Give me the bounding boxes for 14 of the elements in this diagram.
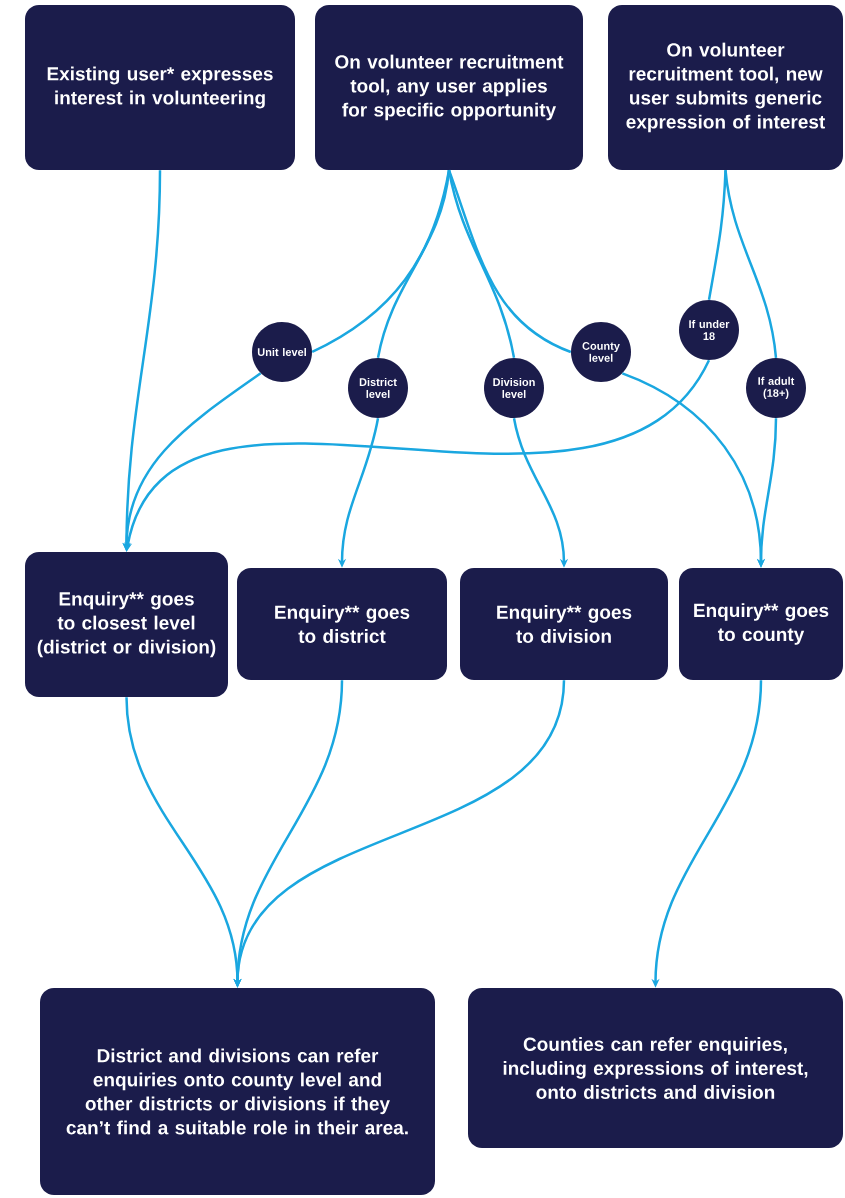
connector	[707, 170, 727, 300]
process-box: On volunteer recruitment tool, new user submits generic expression of interest	[608, 5, 843, 170]
connector	[447, 169, 572, 354]
connector	[311, 169, 451, 354]
process-box: District and divisions can refer enquiries onto county level and other districts or divisions if they can’t find a suitable role in their area.	[40, 988, 435, 1195]
process-box: Enquiry** goes to closest level (district or division)	[25, 552, 228, 697]
process-box: Enquiry** goes to district	[237, 568, 447, 680]
process-box: Enquiry** goes to county	[679, 568, 843, 680]
connector	[724, 170, 778, 358]
process-box: Existing user* expresses interest in volunteering	[25, 5, 295, 170]
process-box: On volunteer recruitment tool, any user applies for specific opportunity	[315, 5, 583, 170]
connector	[376, 170, 451, 359]
process-box: Enquiry** goes to division	[460, 568, 668, 680]
process-box: Counties can refer enquiries, including expressions of interest, onto districts and division	[468, 988, 843, 1148]
